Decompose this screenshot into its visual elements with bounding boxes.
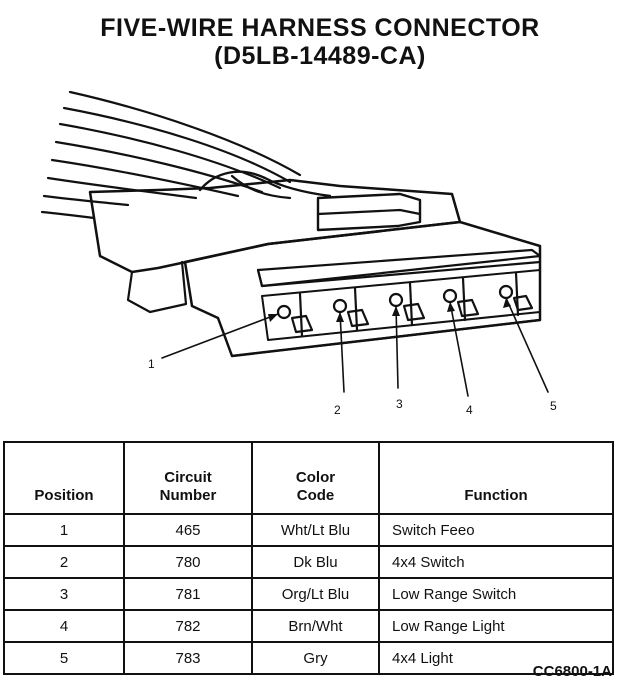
cell-color: Brn/Wht (251, 609, 380, 643)
cell-color: Gry (251, 641, 380, 675)
table-row: 5 783 Gry 4x4 Light (3, 641, 614, 675)
table-row: 1 465 Wht/Lt Blu Switch Feeo (3, 513, 614, 547)
cell-position: 5 (3, 641, 125, 675)
cell-function: 4x4 Light (378, 641, 614, 675)
part-number: (D5LB-14489-CA) (214, 42, 426, 70)
table-header-row: Position Circuit Number Color Code Funct… (3, 441, 614, 515)
cell-color: Dk Blu (251, 545, 380, 579)
cell-position: 3 (3, 577, 125, 611)
header-circuit-line1: Circuit (164, 469, 212, 486)
diagram-title: FIVE-WIRE HARNESS CONNECTOR (100, 14, 540, 42)
header-circuit-line2: Number (159, 487, 217, 504)
table-row: 3 781 Org/Lt Blu Low Range Switch (3, 577, 614, 611)
cell-circuit: 465 (123, 513, 253, 547)
cell-circuit: 782 (123, 609, 253, 643)
cell-position: 4 (3, 609, 125, 643)
cell-circuit: 780 (123, 545, 253, 579)
callout-5: 5 (550, 399, 557, 413)
callout-4: 4 (466, 403, 473, 417)
cell-function: Switch Feeo (378, 513, 614, 547)
strain-relief (198, 170, 332, 198)
cell-function: Low Range Light (378, 609, 614, 643)
cell-function: Low Range Switch (378, 577, 614, 611)
wire-bundle (40, 90, 302, 220)
cell-position: 1 (3, 513, 125, 547)
figure-reference: CC6800-1A (532, 663, 612, 680)
connector-illustration: 1 2 3 4 5 (40, 90, 557, 417)
cell-position: 2 (3, 545, 125, 579)
cell-circuit: 781 (123, 577, 253, 611)
table-row: 2 780 Dk Blu 4x4 Switch (3, 545, 614, 579)
callout-1: 1 (148, 357, 155, 371)
connector-face (183, 220, 542, 358)
cell-color: Org/Lt Blu (251, 577, 380, 611)
header-position: Position (3, 441, 125, 515)
header-color-line2: Code (296, 487, 335, 504)
header-color-line1: Color (295, 469, 336, 486)
cell-color: Wht/Lt Blu (251, 513, 380, 547)
pinout-table: Position Circuit Number Color Code Funct… (3, 441, 614, 675)
header-function: Function (378, 441, 614, 515)
callout-3: 3 (396, 397, 403, 411)
table-row: 4 782 Brn/Wht Low Range Light (3, 609, 614, 643)
cell-circuit: 783 (123, 641, 253, 675)
callout-2: 2 (334, 403, 341, 417)
cell-function: 4x4 Switch (378, 545, 614, 579)
header-color-code: Color Code (251, 441, 380, 515)
header-circuit-number: Circuit Number (123, 441, 253, 515)
locking-latch (316, 192, 422, 232)
leader-lines (161, 297, 549, 397)
